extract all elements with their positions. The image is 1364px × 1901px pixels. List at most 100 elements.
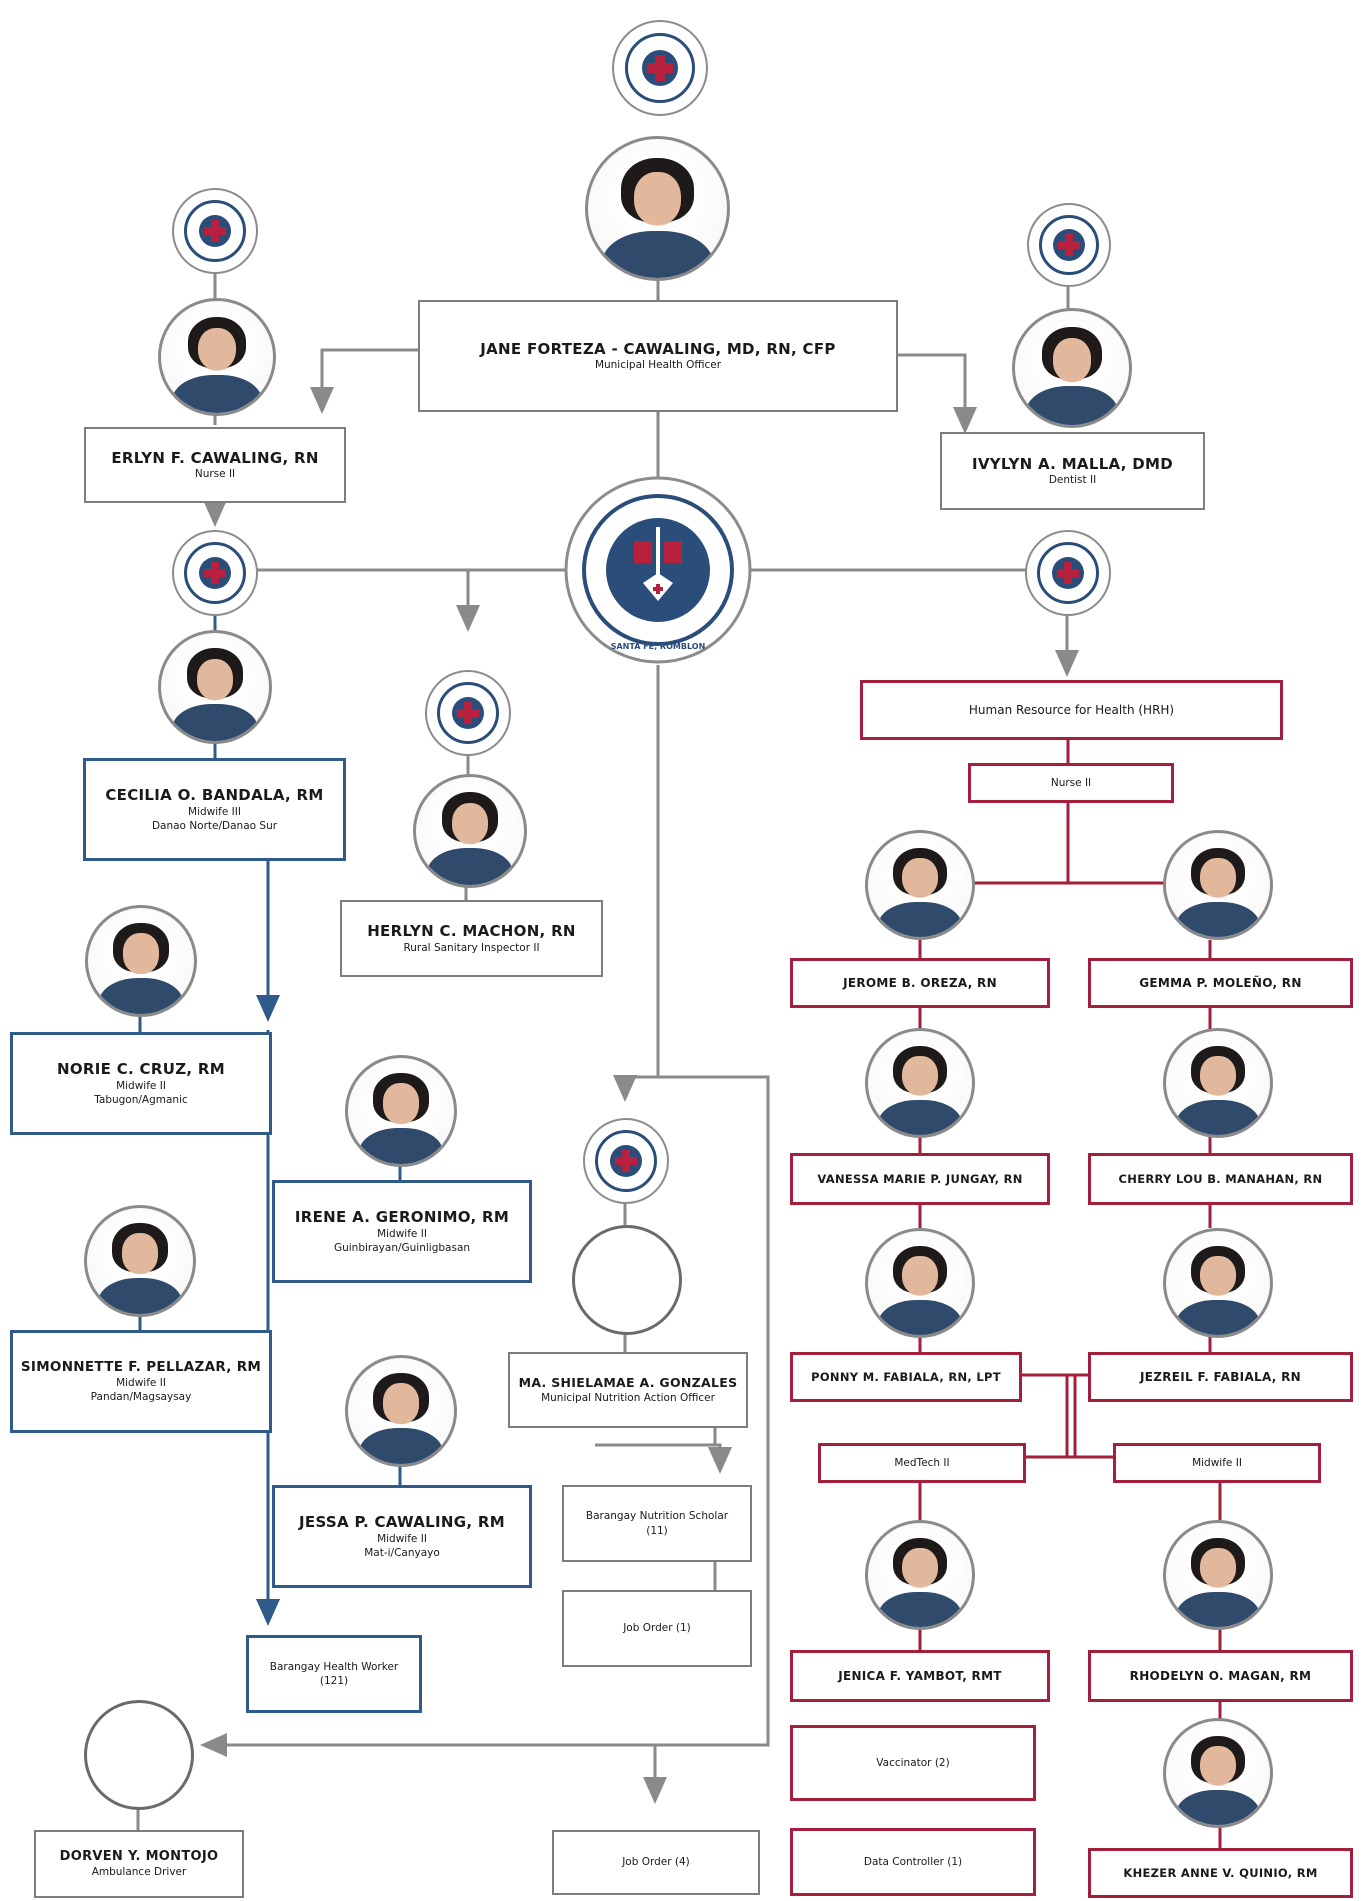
bandala-box: CECILIA O. BANDALA, RM Midwife III Danao… (83, 758, 346, 861)
job1-box: Job Order (1) (562, 1590, 752, 1667)
ponny-name: PONNY M. FABIALA, RN, LPT (811, 1369, 1001, 1384)
ponny-box: PONNY M. FABIALA, RN, LPT (790, 1352, 1022, 1402)
photo-body (172, 374, 262, 413)
oreza-box: JEROME B. OREZA, RN (790, 958, 1050, 1008)
photo-face (1052, 338, 1092, 382)
dentist-seal (1027, 203, 1111, 287)
data-controller-box: Data Controller (1) (790, 1828, 1036, 1896)
photo-placeholder-nutrition (572, 1225, 682, 1335)
photo-face (121, 1233, 158, 1274)
seal-ring (625, 33, 695, 103)
seal-cross-bar (614, 1156, 638, 1166)
right-branch-seal (1025, 530, 1111, 616)
photo-face (382, 1083, 419, 1124)
photo-body (171, 704, 259, 741)
jessa-title: Midwife II (377, 1532, 427, 1545)
nurse2-box: Nurse II (968, 763, 1174, 803)
pellazar-name: SIMONNETTE F. PELLAZAR, RM (20, 1358, 262, 1375)
dentist-name: IVYLYN A. MALLA, DMD (971, 454, 1173, 473)
hrh-box: Human Resource for Health (HRH) (860, 680, 1283, 740)
photo-body (878, 1591, 962, 1627)
left-branch-seal (172, 530, 258, 616)
montojo-name: DORVEN Y. MONTOJO (59, 1848, 219, 1864)
gonzales-box: MA. SHIELAMAE A. GONZALES Municipal Nutr… (508, 1352, 748, 1428)
nutrition-seal (583, 1118, 669, 1204)
cruz-area: Tabugon/Agmanic (94, 1093, 188, 1106)
nurse-seal (172, 188, 258, 274)
photo-face (1200, 1255, 1236, 1296)
photo-ponny (865, 1228, 975, 1338)
mho-name: JANE FORTEZA - CAWALING, MD, RN, CFP (480, 339, 836, 358)
magan-box: RHODELYN O. MAGAN, RM (1088, 1650, 1353, 1702)
photo-body (1176, 1789, 1260, 1825)
mho-title: Municipal Health Officer (594, 359, 722, 372)
gonzales-title: Municipal Nutrition Action Officer (541, 1391, 715, 1404)
photo-body (878, 1299, 962, 1335)
photo-geronimo (345, 1055, 457, 1167)
jezreil-box: JEZREIL F. FABIALA, RN (1088, 1352, 1353, 1402)
photo-pellazar (84, 1205, 196, 1317)
rhu-center-seal: SANTA FE, ROMBLON (564, 476, 752, 664)
seal-ring (1038, 214, 1100, 276)
photo-face (902, 1055, 938, 1096)
photo-jezreil (1163, 1228, 1273, 1338)
bhw-line2: (121) (319, 1675, 349, 1687)
bandala-title: Midwife III (188, 805, 241, 818)
photo-face (1200, 1745, 1236, 1786)
nurse-box: ERLYN F. CAWALING, RN Nurse II (84, 427, 346, 503)
photo-body (601, 230, 714, 278)
data-controller-label: Data Controller (1) (863, 1855, 963, 1868)
photo-face (197, 327, 237, 371)
photo-manahan (1163, 1028, 1273, 1138)
photo-body (358, 1127, 444, 1164)
photo-body (426, 848, 514, 885)
seal-cross-bar (647, 63, 673, 73)
bhw-box: Barangay Health Worker (121) (246, 1635, 422, 1713)
bns-box: Barangay Nutrition Scholar (11) (562, 1485, 752, 1562)
manahan-box: CHERRY LOU B. MANAHAN, RN (1088, 1153, 1353, 1205)
photo-face (1200, 857, 1236, 898)
nurse-title: Nurse II (194, 468, 236, 481)
photo-oreza (865, 830, 975, 940)
dentist-title: Dentist II (1048, 474, 1097, 487)
photo-face (1200, 1055, 1236, 1096)
photo-dentist (1012, 308, 1132, 428)
photo-machon (413, 774, 527, 888)
photo-body (1026, 386, 1118, 425)
photo-body (878, 901, 962, 937)
photo-body (358, 1427, 444, 1464)
jungay-box: VANESSA MARIE P. JUNGAY, RN (790, 1153, 1050, 1205)
mho-box: JANE FORTEZA - CAWALING, MD, RN, CFP Mun… (418, 300, 898, 412)
photo-body (1176, 1591, 1260, 1627)
cruz-box: NORIE C. CRUZ, RM Midwife II Tabugon/Agm… (10, 1032, 272, 1135)
jezreil-name: JEZREIL F. FABIALA, RN (1139, 1369, 1302, 1384)
seal-ring (1036, 541, 1100, 605)
seal-cross-bar (203, 226, 227, 236)
photo-face (633, 172, 682, 226)
mho-seal-top (612, 20, 708, 116)
moleno-box: GEMMA P. MOLEÑO, RN (1088, 958, 1353, 1008)
photo-face (196, 658, 234, 700)
photo-quinio (1163, 1718, 1273, 1828)
manahan-name: CHERRY LOU B. MANAHAN, RN (1118, 1171, 1323, 1186)
photo-face (382, 1383, 419, 1424)
yambot-box: JENICA F. YAMBOT, RMT (790, 1650, 1050, 1702)
photo-body (1176, 901, 1260, 937)
seal-ring (183, 541, 247, 605)
photo-body (97, 1277, 183, 1314)
hrh-label: Human Resource for Health (HRH) (968, 702, 1175, 717)
photo-cruz (85, 905, 197, 1017)
seal-ring (183, 199, 247, 263)
photo-yambot (865, 1520, 975, 1630)
bandala-area: Danao Norte/Danao Sur (151, 819, 278, 832)
jungay-name: VANESSA MARIE P. JUNGAY, RN (817, 1171, 1023, 1186)
cruz-title: Midwife II (116, 1079, 166, 1092)
pellazar-area: Pandan/Magsaysay (90, 1390, 192, 1403)
pellazar-title: Midwife II (116, 1376, 166, 1389)
quinio-name: KHEZER ANNE V. QUINIO, RM (1123, 1865, 1318, 1880)
jessa-box: JESSA P. CAWALING, RM Midwife II Mat-i/C… (272, 1485, 532, 1588)
gonzales-name: MA. SHIELAMAE A. GONZALES (518, 1375, 738, 1391)
photo-body (98, 977, 184, 1014)
photo-jungay (865, 1028, 975, 1138)
